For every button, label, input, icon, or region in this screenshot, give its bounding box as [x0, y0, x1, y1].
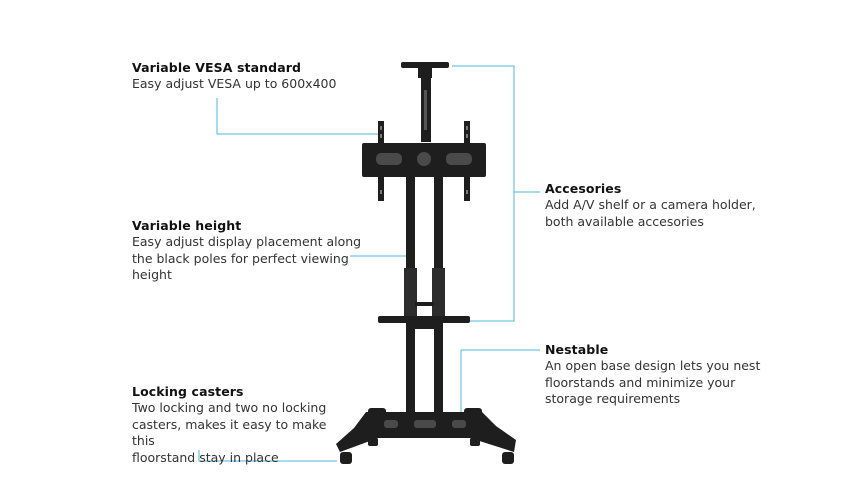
leader-line-vesa: [216, 98, 378, 135]
leader-line-nestable: [460, 349, 540, 412]
callout-vesa: Variable VESA standard Easy adjust VESA …: [132, 60, 392, 93]
caster-front-right: [502, 452, 514, 464]
callout-height-title: Variable height: [132, 218, 242, 233]
caster-rear-right: [470, 438, 480, 446]
callout-height: Variable height Easy adjust display plac…: [132, 218, 362, 284]
floorstand: [336, 62, 516, 464]
callout-accessories: Accesories Add A/V shelf or a camera hol…: [545, 181, 775, 230]
camera-shelf: [401, 62, 449, 68]
callout-nestable-title: Nestable: [545, 342, 609, 357]
callout-vesa-title: Variable VESA standard: [132, 60, 302, 75]
leader-lines: [198, 65, 540, 462]
callout-vesa-text: Easy adjust VESA up to 600x400: [132, 76, 337, 91]
callout-height-text: Easy adjust display placement along the …: [132, 234, 362, 282]
callout-casters: Locking casters Two locking and two no l…: [132, 384, 352, 466]
leader-line-casters: [198, 450, 337, 462]
caster-front-left: [340, 452, 352, 464]
leader-line-accessories: [452, 65, 540, 193]
callout-accessories-title: Accesories: [545, 181, 622, 196]
callout-casters-text: Two locking and two no locking casters, …: [132, 400, 327, 465]
caster-rear-left: [368, 438, 378, 446]
base: [336, 412, 516, 452]
callout-accessories-text: Add A/V shelf or a camera holder, both a…: [545, 197, 756, 229]
callout-nestable-text: An open base design lets you nest floors…: [545, 358, 761, 406]
av-shelf: [378, 316, 470, 323]
callout-nestable: Nestable An open base design lets you ne…: [545, 342, 775, 408]
leader-line-accessories-shelf: [467, 192, 515, 322]
callout-casters-title: Locking casters: [132, 384, 244, 399]
